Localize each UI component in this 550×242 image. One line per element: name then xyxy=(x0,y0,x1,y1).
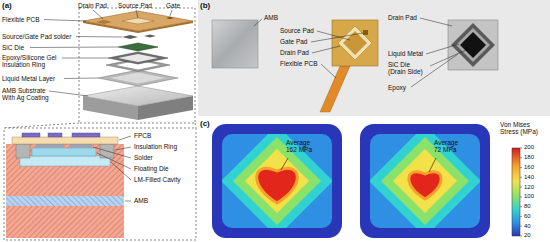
amb-ceramic-layer xyxy=(6,196,124,206)
axis-tick: 160 xyxy=(524,164,534,171)
solder xyxy=(36,144,64,148)
panel-label: (b) xyxy=(200,1,210,10)
pad-solder xyxy=(144,35,156,38)
axis-tick: 180 xyxy=(524,154,534,161)
part-label: Source/Gate Pad solder xyxy=(2,33,71,40)
leader-lines xyxy=(281,158,436,172)
fpcb-pad xyxy=(22,133,40,137)
part-label: Insulation Ring xyxy=(134,143,177,150)
drain-pad-photo xyxy=(338,26,372,60)
part-label: Flexible PCB xyxy=(2,16,40,23)
axis-title: Von Mises Stress (MPa) xyxy=(500,121,546,136)
part-label: FPCB xyxy=(134,132,151,139)
fpcb-pad xyxy=(72,133,100,137)
insulation-ring xyxy=(108,52,168,64)
stress-zone xyxy=(222,134,332,228)
part-label: AMB Substrate With Ag Coating xyxy=(2,87,57,102)
gate-pad xyxy=(166,17,174,19)
solder xyxy=(70,144,92,148)
part-label: Floating Die xyxy=(134,165,169,172)
panel-label: (a) xyxy=(2,1,12,10)
amb-photo xyxy=(212,20,258,68)
part-label: Drain Pad xyxy=(280,49,309,56)
lm-filled-cavity xyxy=(20,156,110,166)
liquid-metal-layer xyxy=(110,73,166,84)
flexible-pcb-tail xyxy=(320,66,350,112)
axis-tick: 80 xyxy=(524,203,531,210)
stress-map-inner xyxy=(222,134,332,228)
liquid-metal-layer xyxy=(98,70,178,86)
part-label: Source Pad xyxy=(118,2,152,9)
axis-tick: 20 xyxy=(524,232,531,239)
source-pad xyxy=(122,18,154,24)
color-bar-ticks xyxy=(520,148,522,236)
leader-lines xyxy=(254,18,466,87)
flexible-pcb-photo xyxy=(332,20,378,66)
value-label: Average 72 MPa xyxy=(434,139,466,154)
part-label: Gate xyxy=(166,2,180,9)
part-label: Drain Pad xyxy=(388,14,417,21)
axis-tick: 100 xyxy=(524,193,534,200)
zoom-frame xyxy=(79,8,195,123)
part-label: Liquid Metal xyxy=(388,50,423,57)
part-label: Solder xyxy=(134,154,153,161)
amb-cross-section xyxy=(6,144,124,238)
panel-label: (c) xyxy=(200,119,210,128)
part-label: AMB xyxy=(264,14,278,21)
leader-lines xyxy=(93,136,131,201)
part-label: SiC Die (Drain Side) xyxy=(388,61,426,76)
stress-zone xyxy=(245,149,309,213)
insulation-ring xyxy=(118,54,158,62)
part-label: Flexible PCB xyxy=(280,60,318,67)
liquid-metal-photo xyxy=(456,28,490,62)
axis-tick: 40 xyxy=(524,223,531,230)
part-label: AMB xyxy=(134,197,148,204)
stress-map-outer xyxy=(212,124,342,238)
part-label: Source Pad xyxy=(280,27,314,34)
flexible-pcb xyxy=(83,11,193,31)
value-label: Average 162 MPa xyxy=(286,139,318,154)
part-label: Epoxy xyxy=(388,84,406,91)
drain-pad xyxy=(96,20,112,24)
stress-map xyxy=(212,124,342,238)
leader-lines xyxy=(30,10,172,96)
sic-die-photo xyxy=(460,32,486,58)
part-label: Gate Pad xyxy=(280,38,307,45)
fpcb-layer xyxy=(12,137,118,144)
stress-peak xyxy=(257,168,298,203)
part-label: Epoxy/Silicone Gel Insulation Ring xyxy=(2,54,70,69)
stress-map xyxy=(360,124,490,238)
stress-peak xyxy=(409,172,441,199)
axis-tick: 60 xyxy=(524,213,531,220)
cross-section-frame xyxy=(4,128,196,240)
part-label: Drain Pad xyxy=(78,2,107,9)
amb-substrate xyxy=(83,86,193,106)
zoom-connector xyxy=(4,123,79,128)
stress-zone xyxy=(233,137,321,225)
part-label: Liquid Metal Layer xyxy=(2,75,55,82)
gate-pad-photo xyxy=(363,30,368,35)
part-label: SiC Die xyxy=(2,44,24,51)
axis-tick: 200 xyxy=(524,144,534,151)
sic-die xyxy=(118,43,158,51)
axis-tick: 120 xyxy=(524,184,534,191)
part-label: LM-Filled Cavity xyxy=(134,176,181,183)
color-bar xyxy=(512,148,520,236)
epoxy-photo xyxy=(451,23,495,67)
floating-die xyxy=(32,148,96,156)
pad-solder xyxy=(122,35,138,39)
photo-background xyxy=(198,0,550,116)
zoom-connector xyxy=(195,123,196,128)
axis-tick: 140 xyxy=(524,174,534,181)
insulation-ring xyxy=(16,144,30,158)
fpcb-pad xyxy=(48,133,62,137)
